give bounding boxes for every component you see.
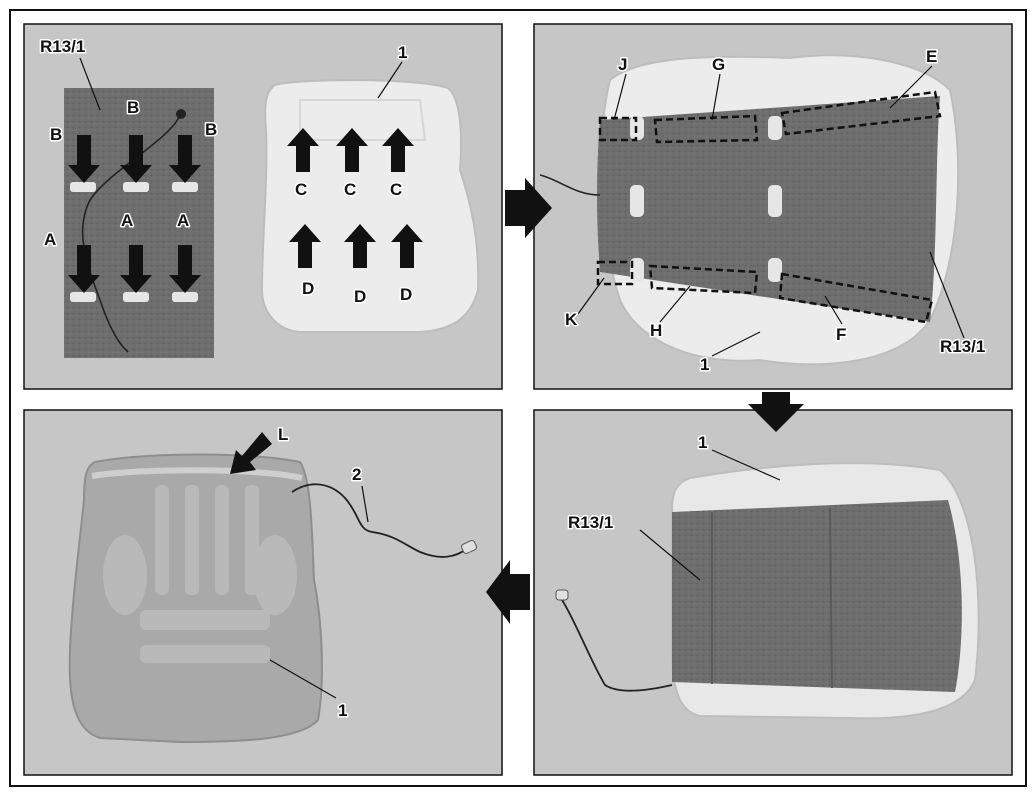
- down-arrow-icon: [169, 245, 201, 293]
- up-arrow-icon: [289, 224, 321, 268]
- zone-j: [598, 116, 638, 142]
- label-r13-1: R13/1: [40, 37, 85, 56]
- label-d: D: [354, 287, 366, 306]
- label-r13-1: R13/1: [940, 337, 985, 356]
- label-d: D: [400, 285, 412, 304]
- label-f: F: [836, 325, 846, 344]
- label-part-1: 1: [700, 355, 709, 374]
- label-g: G: [712, 55, 725, 74]
- heating-mat-r13-1: [64, 88, 214, 358]
- label-r13-1: R13/1: [568, 513, 613, 532]
- seat-foam-part-1: [260, 79, 480, 333]
- label-c: C: [390, 180, 402, 199]
- down-arrow-icon: [169, 135, 201, 183]
- label-a: A: [44, 230, 56, 249]
- label-e: E: [926, 47, 937, 66]
- heating-mat-r13-1: [672, 500, 962, 692]
- label-b: B: [50, 125, 62, 144]
- mat-arrows: [68, 135, 201, 293]
- panel-bottom-right: 1 R13/1: [533, 409, 1013, 776]
- zone-f: [778, 272, 934, 324]
- up-arrow-icon: [344, 224, 376, 268]
- label-part-1: 1: [698, 433, 707, 452]
- label-a: A: [121, 211, 133, 230]
- label-d: D: [302, 279, 314, 298]
- down-arrow-icon: [68, 245, 100, 293]
- flow-arrow-left-icon: [486, 560, 530, 624]
- zone-g: [653, 114, 759, 144]
- seat-arrows: [287, 128, 423, 268]
- zone-h: [648, 264, 759, 295]
- down-arrow-icon: [68, 135, 100, 183]
- label-cable-2: 2: [352, 465, 361, 484]
- label-part-1: 1: [338, 701, 347, 720]
- label-k: K: [565, 310, 578, 329]
- panel-bottom-left: L 2 1: [23, 409, 503, 776]
- up-arrow-icon: [391, 224, 423, 268]
- up-arrow-icon: [287, 128, 319, 172]
- label-j: J: [618, 55, 627, 74]
- pointer-arrow-icon: [230, 432, 272, 474]
- label-b: B: [127, 98, 139, 117]
- zone-k: [596, 260, 634, 286]
- label-part-1: 1: [398, 43, 407, 62]
- adhesive-zones: [596, 90, 942, 324]
- flow-arrow-right-icon: [505, 178, 552, 238]
- zone-e: [780, 90, 942, 136]
- label-b: B: [205, 120, 217, 139]
- label-l: L: [278, 425, 288, 444]
- up-arrow-icon: [336, 128, 368, 172]
- label-h: H: [650, 321, 662, 340]
- panel-top-right: J G E K H F 1 R13/1: [533, 23, 1013, 390]
- label-a: A: [177, 211, 189, 230]
- flow-arrow-down-icon: [748, 392, 804, 432]
- label-c: C: [344, 180, 356, 199]
- up-arrow-icon: [382, 128, 414, 172]
- down-arrow-icon: [120, 135, 152, 183]
- down-arrow-icon: [120, 245, 152, 293]
- panel-top-left: R13/1 1 B B B A A A C C C D D D: [23, 23, 503, 390]
- label-c: C: [295, 180, 307, 199]
